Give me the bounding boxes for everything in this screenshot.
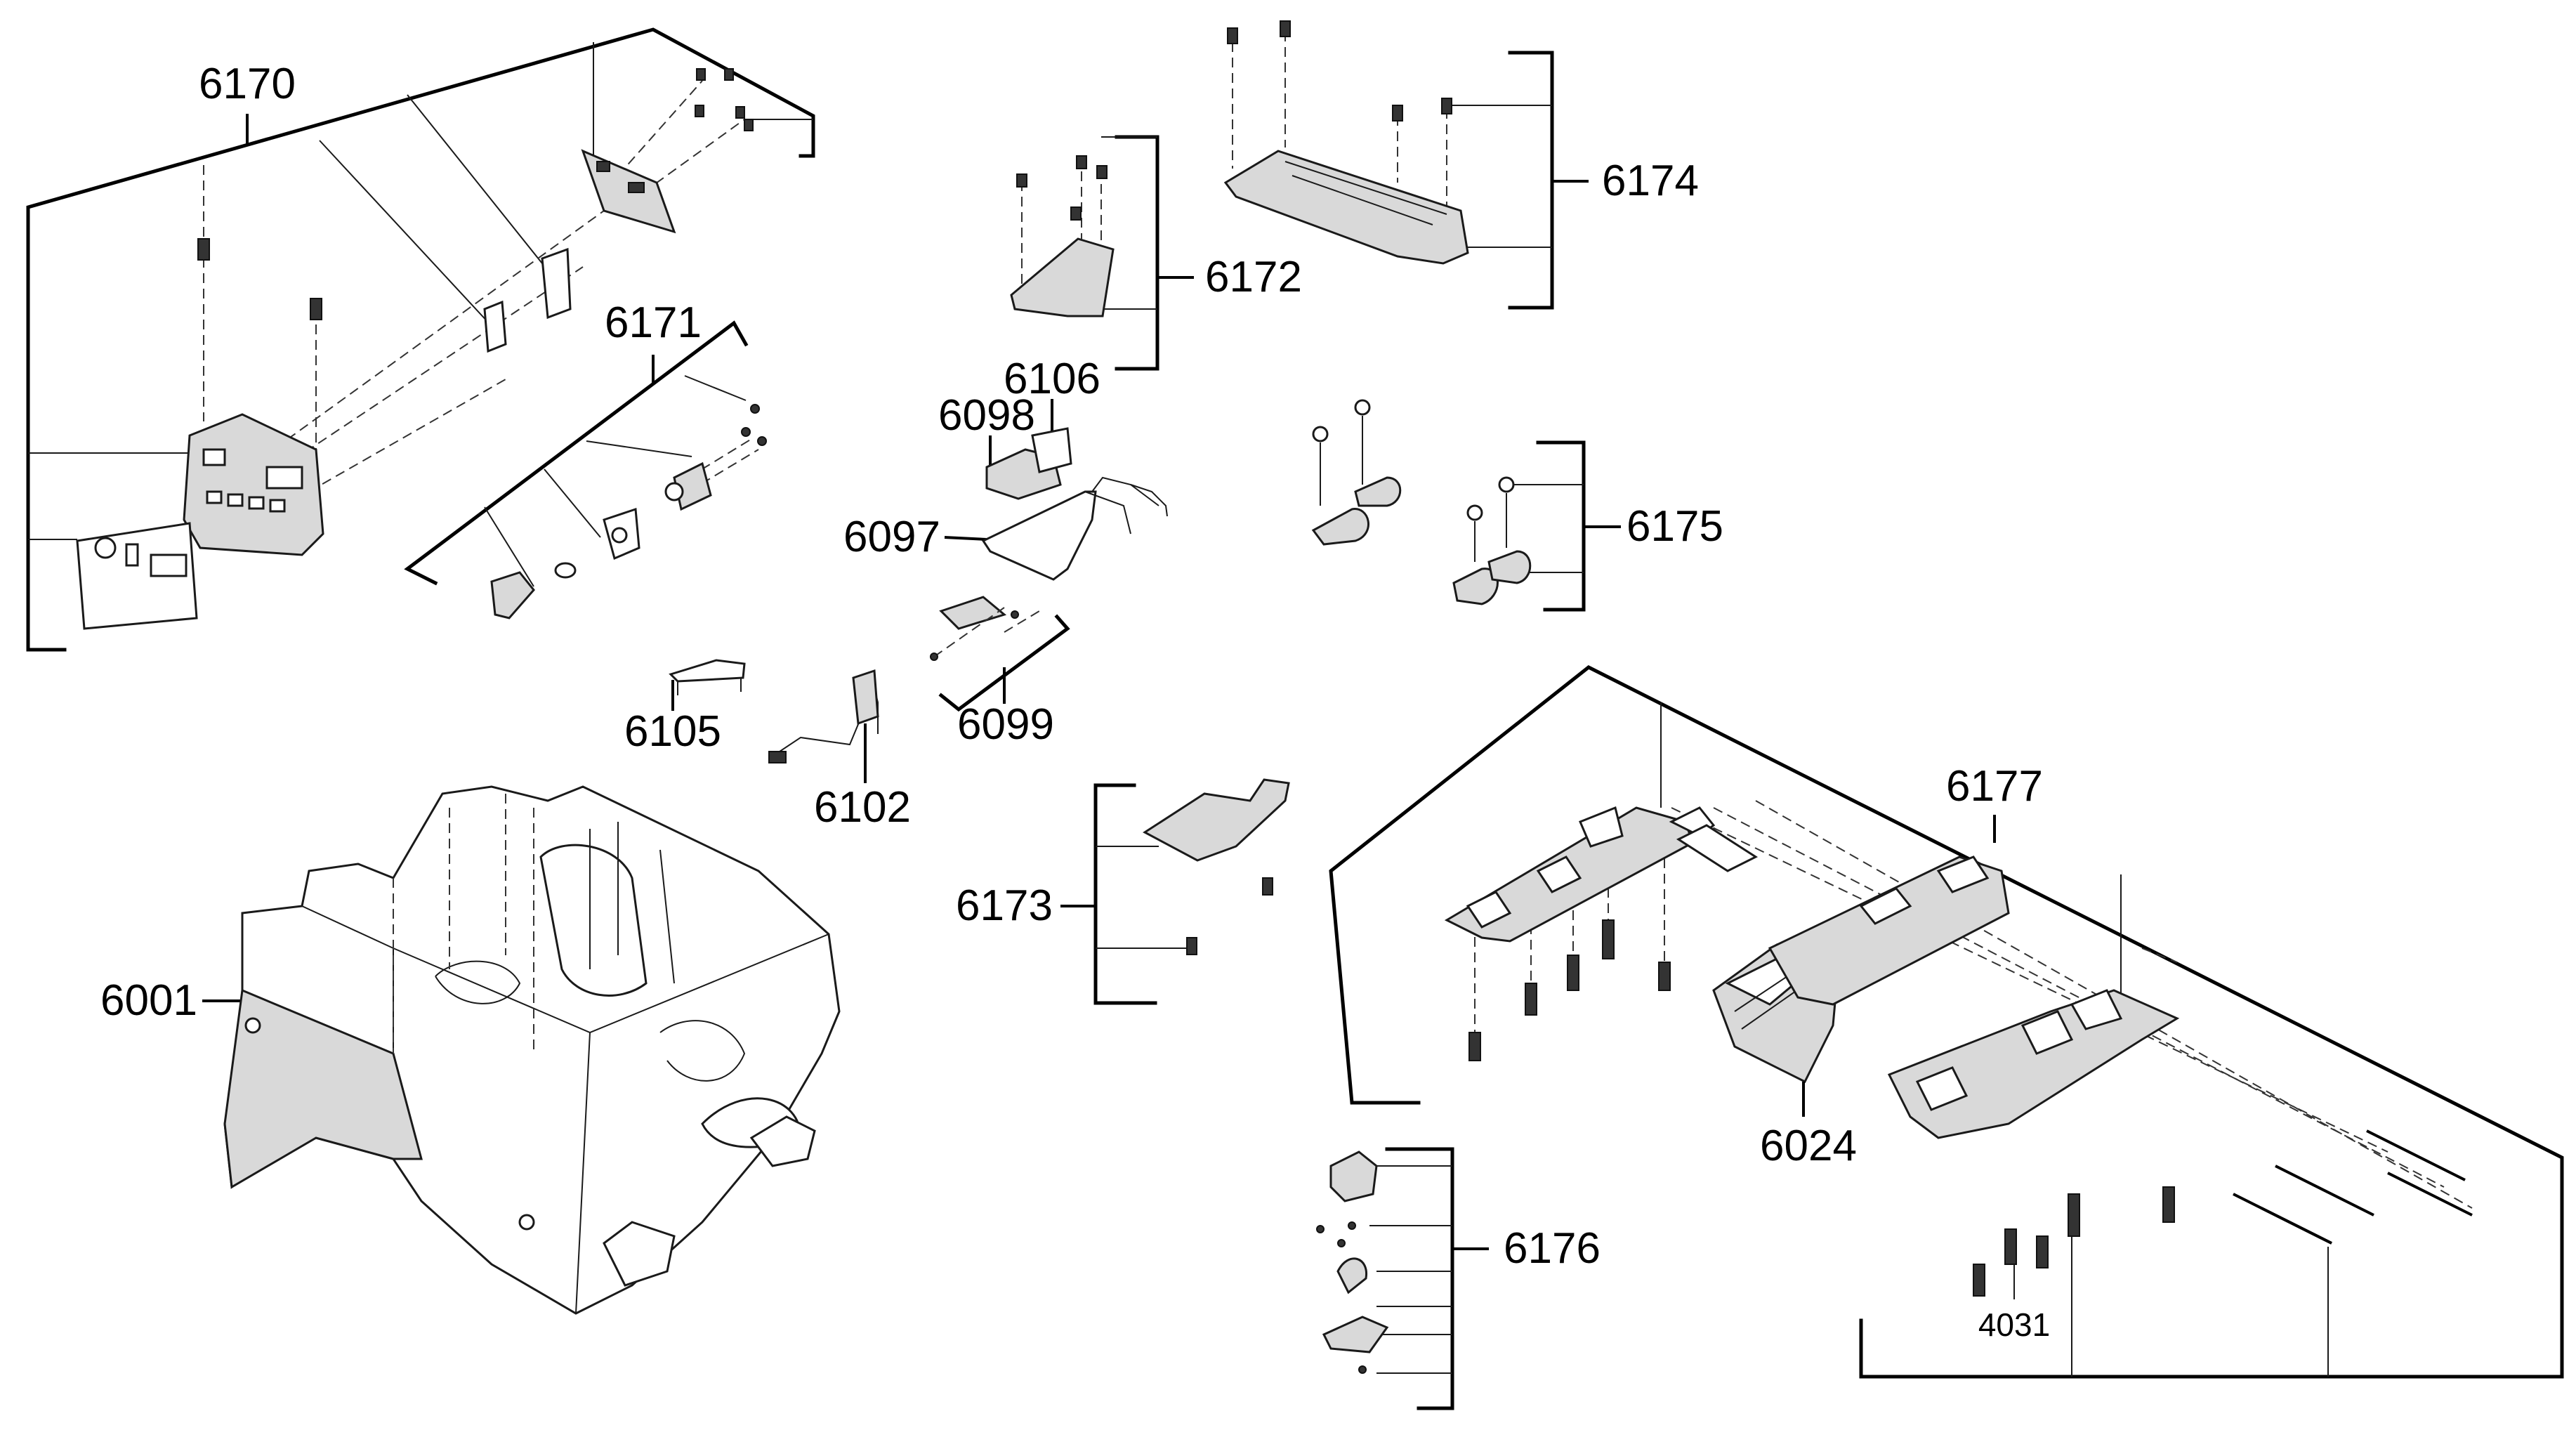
callout-6105: 6105: [624, 707, 721, 756]
callout-6177: 6177: [1946, 762, 2043, 811]
bracket-6174: [1508, 51, 1554, 310]
callout-6174: 6174: [1602, 157, 1699, 205]
callout-6173: 6173: [956, 881, 1053, 930]
bracket-6175: [1536, 440, 1586, 612]
leader-6097: [944, 536, 987, 541]
callout-6001: 6001: [100, 976, 197, 1025]
callout-6102: 6102: [814, 783, 911, 832]
bracket-6171: [404, 320, 749, 586]
bracket-6172: [1115, 135, 1159, 371]
bracket-6176: [1385, 1147, 1454, 1410]
callout-6170: 6170: [199, 60, 296, 108]
callout-6024: 6024: [1760, 1122, 1857, 1170]
callout-6099: 6099: [957, 700, 1054, 749]
group-6174: 6174: [1223, 20, 1699, 310]
callout-6176: 6176: [1504, 1224, 1601, 1273]
group-6099: 6105 6099 6102: [624, 596, 1070, 832]
group-6171: 6171: [404, 299, 767, 619]
group-6175: 6175: [1311, 399, 1723, 612]
group-6170: 6170: [26, 27, 815, 652]
callout-6106: 6106: [1004, 355, 1100, 403]
callout-6175: 6175: [1627, 502, 1723, 551]
bracket-6170: [26, 27, 815, 652]
group-6176: 6176: [1316, 1147, 1601, 1410]
group-6097: 6098 6097: [843, 391, 1168, 581]
group-6172: 6172 6106: [1004, 135, 1302, 403]
group-6173: 6173: [956, 778, 1290, 1005]
callout-6172: 6172: [1205, 253, 1302, 301]
group-6177: 6177 6024 4031: [1329, 665, 2564, 1379]
bracket-6173: [1093, 783, 1157, 1005]
bracket-6177: [1329, 665, 2564, 1379]
callout-6097: 6097: [843, 513, 940, 561]
callout-6098: 6098: [938, 391, 1035, 440]
bracket-6099: [938, 614, 1070, 712]
callout-6171: 6171: [605, 299, 702, 347]
callout-4031: 4031: [1978, 1306, 2050, 1343]
group-6001: 6001: [100, 785, 841, 1315]
